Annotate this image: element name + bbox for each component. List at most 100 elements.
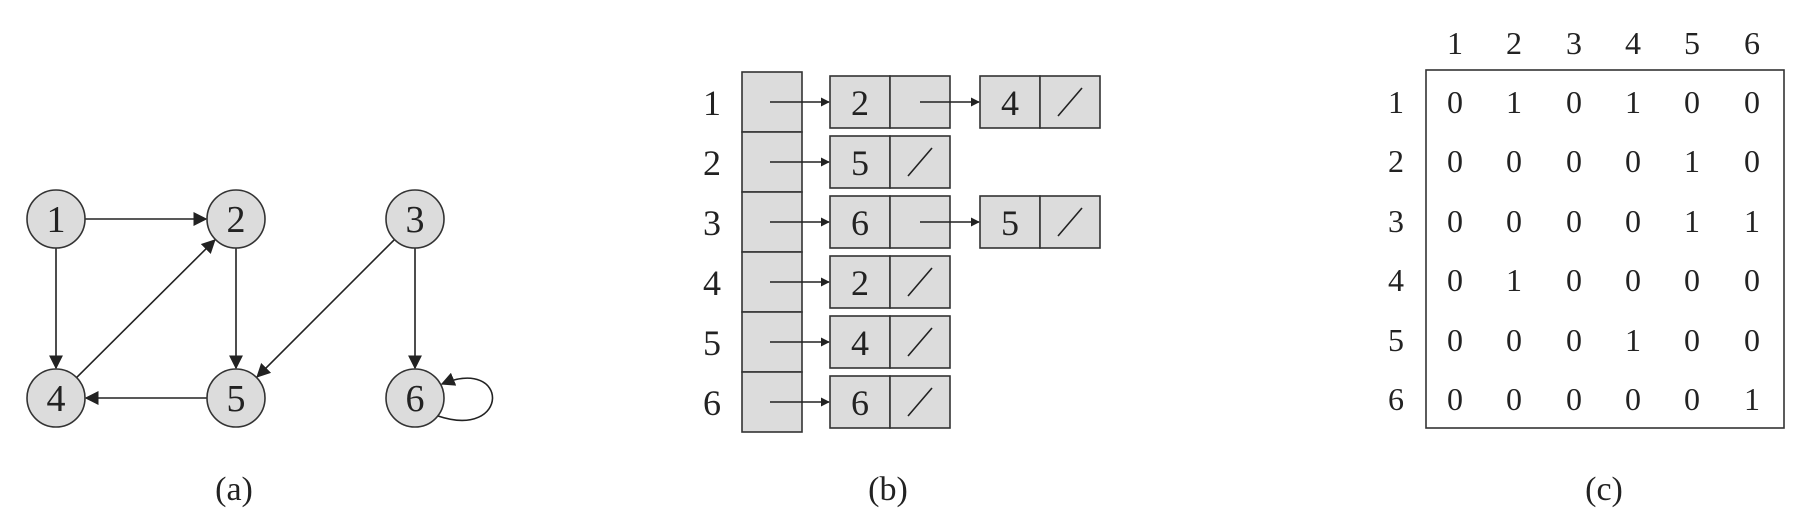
caption-a: (a) xyxy=(215,471,253,508)
edge-3-5 xyxy=(256,238,396,378)
list-node-2-5: 5 xyxy=(829,135,951,189)
matrix-cell: 0 xyxy=(1447,203,1463,239)
matrix-cell: 0 xyxy=(1625,143,1641,179)
list-node-5-4: 4 xyxy=(829,315,951,369)
list-node-3-6: 6 xyxy=(829,195,980,249)
matrix-col-label-4: 4 xyxy=(1625,25,1641,61)
graph-node-6: 6 xyxy=(385,368,445,428)
nil-slash xyxy=(1057,207,1083,237)
node-circle xyxy=(385,189,445,249)
list-node-value-cell xyxy=(829,375,891,429)
graph-node-4: 4 xyxy=(26,368,86,428)
list-node-1-2: 2 xyxy=(829,75,980,129)
matrix-cell: 0 xyxy=(1566,203,1582,239)
matrix-cell: 0 xyxy=(1506,322,1522,358)
list-node-next-cell xyxy=(889,375,951,429)
matrix-cell: 0 xyxy=(1506,143,1522,179)
list-node-6-6: 6 xyxy=(829,375,951,429)
matrix-cell: 0 xyxy=(1506,381,1522,417)
nil-slash xyxy=(907,147,933,177)
matrix-cell: 1 xyxy=(1625,322,1641,358)
matrix-cell: 1 xyxy=(1625,84,1641,120)
matrix-col-label-5: 5 xyxy=(1684,25,1700,61)
matrix-cell: 0 xyxy=(1566,143,1582,179)
list-node-value: 5 xyxy=(851,143,869,183)
nil-slash xyxy=(907,267,933,297)
graph-node-2: 2 xyxy=(206,189,266,249)
matrix-row-label-5: 5 xyxy=(1388,322,1404,358)
matrix-cell: 0 xyxy=(1744,262,1760,298)
matrix-cell: 1 xyxy=(1744,203,1760,239)
list-node-value: 2 xyxy=(851,263,869,303)
node-circle xyxy=(26,189,86,249)
list-node-value-cell xyxy=(979,75,1041,129)
row-label: 5 xyxy=(703,323,721,363)
caption-c: (c) xyxy=(1585,471,1623,508)
matrix-cell: 0 xyxy=(1684,262,1700,298)
matrix-cell: 0 xyxy=(1447,84,1463,120)
matrix-cell: 0 xyxy=(1566,322,1582,358)
edge-6-6 xyxy=(437,372,494,422)
list-node-4-2: 2 xyxy=(829,255,951,309)
list-node-1-4: 4 xyxy=(979,75,1101,129)
matrix-cell: 0 xyxy=(1447,143,1463,179)
adj-list-row-1: 1 2 4 xyxy=(703,71,1101,133)
matrix-cell: 1 xyxy=(1506,262,1522,298)
matrix-cell: 0 xyxy=(1744,322,1760,358)
matrix-cell: 1 xyxy=(1684,143,1700,179)
matrix-row-label-2: 2 xyxy=(1388,143,1404,179)
matrix-cell: 0 xyxy=(1566,381,1582,417)
graph-edges xyxy=(49,212,494,422)
matrix-cell: 0 xyxy=(1625,381,1641,417)
list-node-value-cell xyxy=(829,135,891,189)
node-circle xyxy=(26,368,86,428)
row-label: 4 xyxy=(703,263,721,303)
list-node-3-5: 5 xyxy=(979,195,1101,249)
list-node-value-cell xyxy=(829,195,891,249)
matrix-cell: 0 xyxy=(1447,322,1463,358)
matrix-row-label-6: 6 xyxy=(1388,381,1404,417)
matrix-row-label-3: 3 xyxy=(1388,203,1404,239)
matrix-cell: 0 xyxy=(1506,203,1522,239)
matrix-col-label-6: 6 xyxy=(1744,25,1760,61)
list-node-value: 6 xyxy=(851,383,869,423)
matrix-cell: 0 xyxy=(1744,143,1760,179)
matrix-col-label-1: 1 xyxy=(1447,25,1463,61)
matrix-cell: 0 xyxy=(1684,322,1700,358)
list-node-value: 6 xyxy=(851,203,869,243)
matrix-cell: 0 xyxy=(1625,203,1641,239)
list-node-value-cell xyxy=(829,255,891,309)
node-label: 3 xyxy=(406,199,425,241)
matrix-cell: 0 xyxy=(1566,262,1582,298)
node-label: 2 xyxy=(227,199,246,241)
list-node-value: 4 xyxy=(1001,83,1019,123)
matrix-cell: 0 xyxy=(1625,262,1641,298)
node-circle xyxy=(206,189,266,249)
row-label: 2 xyxy=(703,143,721,183)
matrix-col-label-2: 2 xyxy=(1506,25,1522,61)
graph-node-3: 3 xyxy=(385,189,445,249)
caption-b: (b) xyxy=(868,471,908,508)
list-node-value: 2 xyxy=(851,83,869,123)
node-circle xyxy=(385,368,445,428)
row-label: 3 xyxy=(703,203,721,243)
row-label: 1 xyxy=(703,83,721,123)
node-label: 1 xyxy=(47,199,66,241)
matrix-cell: 1 xyxy=(1744,381,1760,417)
matrix-cell: 0 xyxy=(1684,381,1700,417)
nil-slash xyxy=(1057,87,1083,117)
list-node-value-cell xyxy=(979,195,1041,249)
node-label: 6 xyxy=(406,378,425,420)
matrix-row-label-4: 4 xyxy=(1388,262,1404,298)
matrix-col-label-3: 3 xyxy=(1566,25,1582,61)
list-node-value-cell xyxy=(829,315,891,369)
